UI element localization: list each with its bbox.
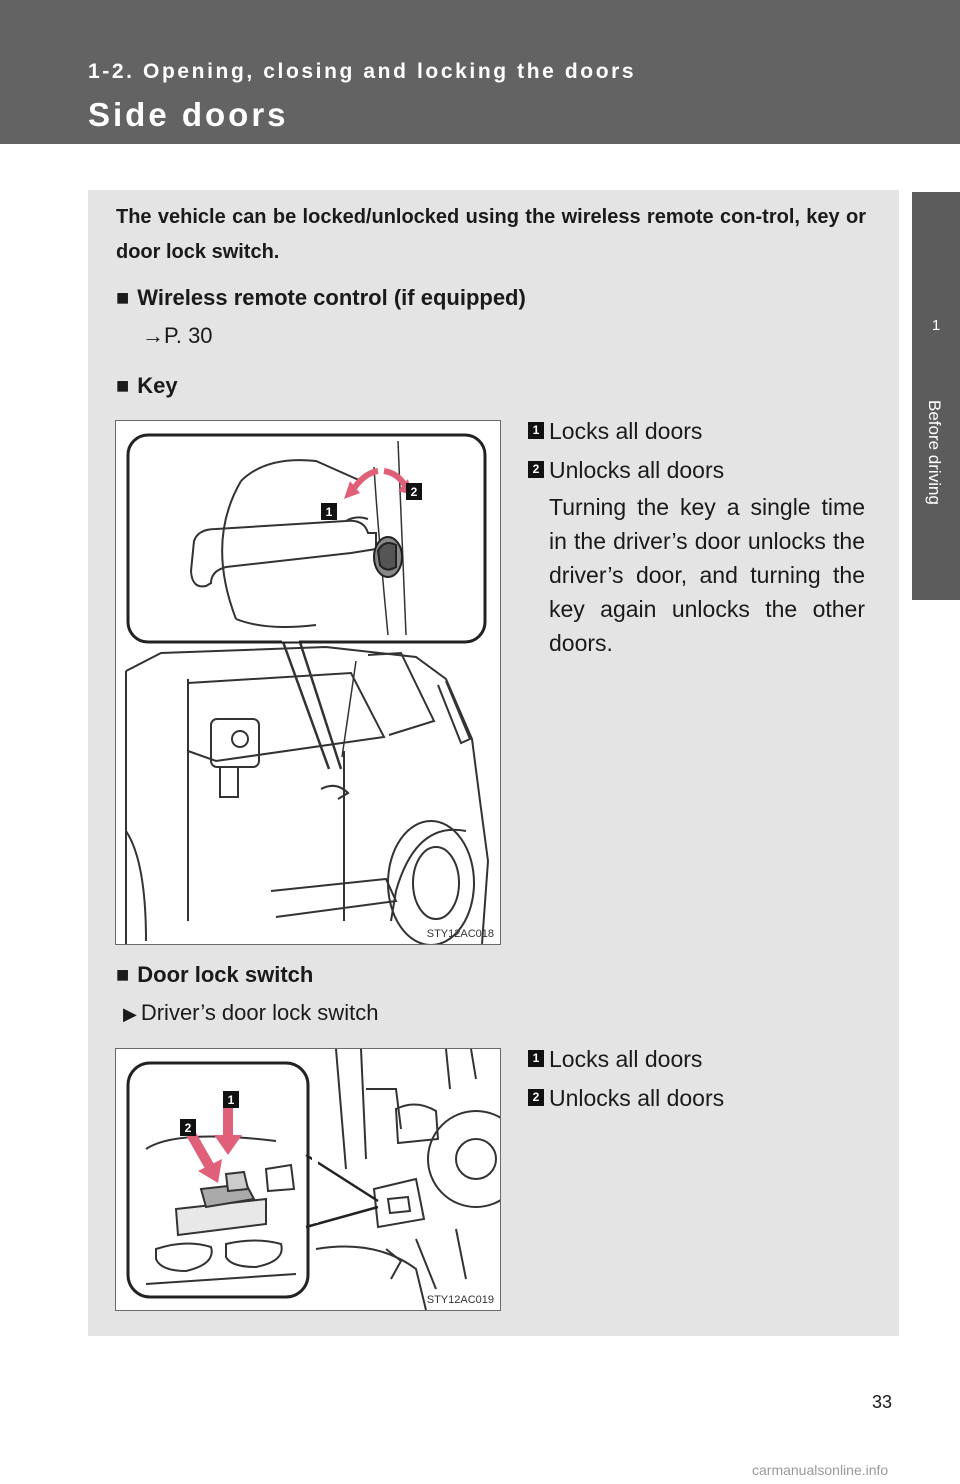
- chapter-tab-name[interactable]: Before driving: [912, 382, 960, 600]
- svg-text:1: 1: [326, 505, 333, 519]
- page-number: 33: [872, 1392, 893, 1412]
- section-label: 1-2. Opening, closing and locking the do…: [88, 60, 637, 83]
- switch-illustration: 1 2: [126, 1049, 500, 1310]
- section-marker: ■: [116, 373, 130, 398]
- chapter-number: 1: [931, 317, 941, 334]
- number-badge: 2: [528, 461, 544, 479]
- page-reference-link[interactable]: →P. 30: [142, 323, 213, 348]
- switch-item-2-text: Unlocks all doors: [549, 1085, 725, 1111]
- figure-code: STY12AC018: [426, 928, 494, 940]
- switch-item-1-text: Locks all doors: [549, 1046, 703, 1072]
- figure-code: STY12AC019: [426, 1294, 494, 1306]
- watermark: carmanualsonline.info: [752, 1462, 889, 1478]
- number-badge: 2: [528, 1089, 544, 1107]
- chapter-name: Before driving: [925, 400, 944, 505]
- key-item-1: 1 Locks all doors: [528, 418, 702, 444]
- wireless-heading: ■ Wireless remote control (if equipped): [116, 285, 526, 311]
- svg-text:1: 1: [228, 1093, 235, 1107]
- switch-subheading: ▶Driver’s door lock switch: [123, 1000, 378, 1026]
- key-figure: 1 2 STY12AC018: [115, 420, 501, 945]
- switch-item-1: 1 Locks all doors: [528, 1046, 702, 1072]
- switch-figure: 1 2 STY12AC019: [115, 1048, 501, 1311]
- switch-heading: ■ Door lock switch: [116, 962, 313, 988]
- key-heading: ■ Key: [116, 373, 178, 399]
- section-marker: ■: [116, 962, 130, 987]
- key-illustration: 1 2: [125, 433, 490, 944]
- chapter-tab-number[interactable]: 1: [912, 192, 960, 382]
- key-item-2: 2 Unlocks all doors: [528, 457, 724, 483]
- key-note: Turning the key a single time in the dri…: [549, 494, 865, 656]
- intro-text: The vehicle can be locked/unlocked using…: [116, 206, 866, 263]
- switch-subheading-text: Driver’s door lock switch: [140, 1000, 379, 1025]
- svg-text:2: 2: [411, 485, 418, 499]
- key-item-1-text: Locks all doors: [549, 418, 703, 444]
- triangle-icon: ▶: [123, 1004, 137, 1024]
- wireless-title: Wireless remote control (if equipped): [137, 285, 526, 310]
- key-title: Key: [137, 373, 178, 398]
- section-marker: ■: [116, 285, 130, 310]
- number-badge: 1: [528, 422, 544, 440]
- key-item-2-text: Unlocks all doors: [549, 457, 725, 483]
- switch-title: Door lock switch: [137, 962, 314, 987]
- svg-text:2: 2: [185, 1121, 192, 1135]
- switch-item-2: 2 Unlocks all doors: [528, 1085, 724, 1111]
- page-header: 1-2. Opening, closing and locking the do…: [0, 0, 960, 144]
- page-title: Side doors: [88, 96, 289, 133]
- number-badge: 1: [528, 1050, 544, 1068]
